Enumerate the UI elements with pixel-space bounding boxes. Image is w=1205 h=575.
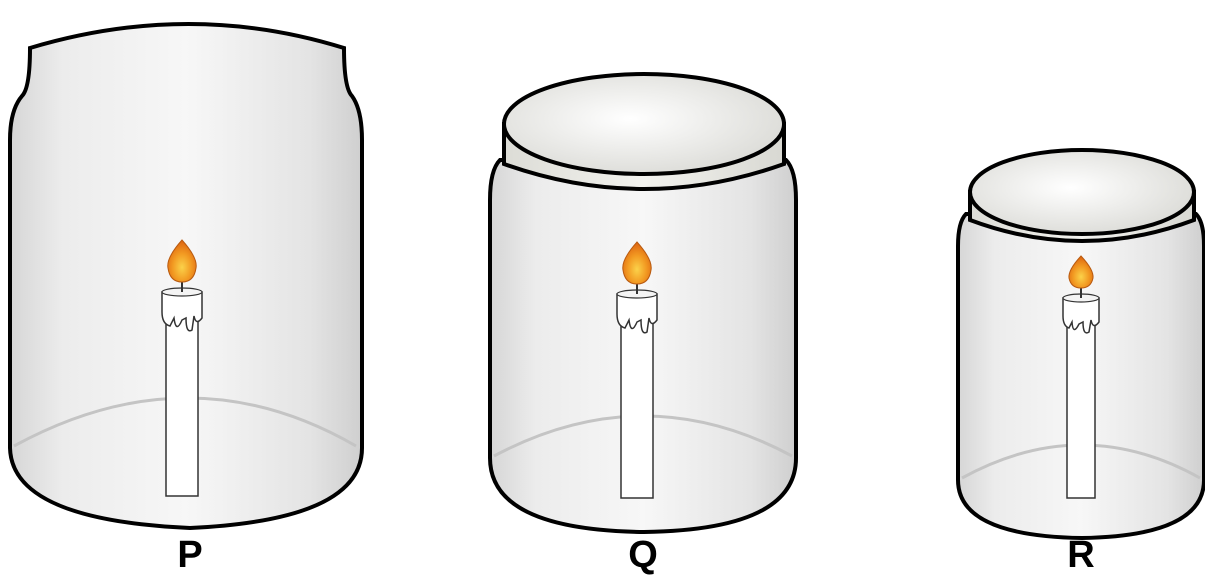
jar-r	[958, 150, 1204, 538]
candle-icon	[1067, 314, 1095, 498]
jar-label-r: R	[1041, 536, 1121, 574]
lid-top	[504, 74, 784, 174]
candle-icon	[166, 308, 198, 496]
jar-q	[490, 74, 796, 532]
candle-icon	[621, 310, 653, 498]
jar-p	[10, 24, 362, 528]
jar-label-q: Q	[603, 536, 683, 574]
lid-r	[970, 150, 1194, 241]
lid-top	[970, 150, 1194, 234]
jar-label-p: P	[150, 536, 230, 574]
lid-q	[504, 74, 784, 189]
